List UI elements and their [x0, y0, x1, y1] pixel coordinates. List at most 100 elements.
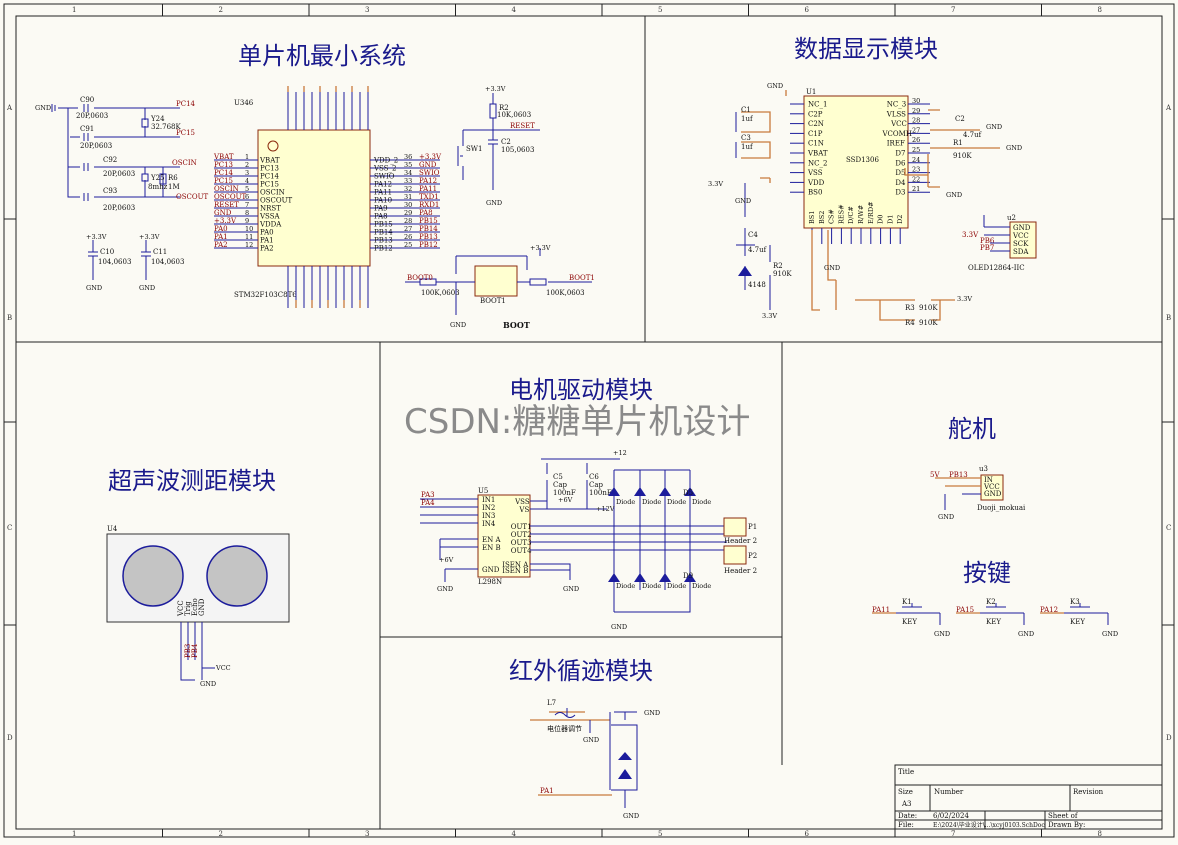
tb-date-label: Date:	[898, 812, 917, 820]
key-k3-gnd: GND	[1102, 630, 1118, 638]
border-row-right-A: A	[1165, 104, 1172, 112]
tb-drawn-by: Drawn By:	[1048, 821, 1085, 829]
header-p2-part: Header 2	[724, 567, 757, 575]
l298n-ref: U5	[478, 487, 488, 495]
mcu-net-gnd: GND	[214, 209, 232, 217]
ssd-pin-erd: E/RD#	[867, 202, 875, 225]
reset-switch-ref[interactable]: SW1	[466, 145, 482, 153]
mcu-pin-pa2: PA2	[260, 245, 274, 253]
display-block: U1 SSD1306 NC_1C2PC2NC1PC1NVBATNC_2VSSVD…	[708, 82, 1037, 327]
key-k3-val[interactable]: KEY	[1070, 618, 1085, 626]
ir-net-pa1: PA1	[540, 787, 554, 795]
crystal-y24	[141, 118, 149, 128]
border-col-top-3: 3	[365, 6, 369, 14]
mcu-left-pin-num: 11	[245, 233, 253, 241]
ultrasonic-pin-vcc: VCC	[177, 600, 185, 617]
tb-sheet: Sheet of	[1048, 812, 1079, 820]
motor-net-pa4: PA4	[421, 499, 435, 507]
bridge-diode-top	[659, 487, 671, 496]
l298-pin-isen-a: ISEN A	[502, 561, 529, 569]
reset-net-label: RESET	[510, 122, 535, 130]
mcu-net-pa8: PA8	[419, 209, 433, 217]
disp-gnd-top: GND	[767, 82, 783, 90]
bridge-diode-bottom	[659, 573, 671, 582]
border-col-bottom-8: 8	[1098, 830, 1102, 838]
cap-c4-val: 4.7uf	[748, 246, 768, 254]
tb-file-label: File:	[898, 821, 914, 829]
ir-receiver	[618, 769, 632, 779]
mcu-left-pin-num: 1	[245, 153, 249, 161]
l298-pin-out2: OUT2	[511, 531, 532, 539]
bridge-diode-bottom-label: Diode	[667, 582, 686, 590]
mcu-pin-vdd_2: VDD_2	[373, 157, 398, 165]
ultrasonic-pin-echo: Echo	[191, 598, 199, 616]
gnd-label-c11: GND	[139, 284, 155, 292]
mcu-left-pin-num: 10	[245, 225, 253, 233]
mcu-pin-pc14: PC14	[260, 173, 280, 181]
cap-c10-ref: C10	[100, 248, 114, 256]
bridge-diode-bottom-label: Diode	[642, 582, 661, 590]
resistor-r1-val: 910K	[953, 152, 972, 160]
disp-gnd-d3: GND	[946, 191, 962, 199]
ssd1306-ref: U1	[806, 88, 816, 96]
key-k2-ref: K2	[986, 598, 996, 606]
cap-c1-ref: C1	[741, 106, 751, 114]
mcu-net-swio: SWIO	[419, 169, 440, 177]
oled-pin-gnd: GND	[1013, 224, 1031, 232]
title-block: Title Size A3 Number Revision Date: 6/02…	[894, 764, 1163, 830]
border-col-bottom-1: 1	[72, 830, 76, 838]
section-dividers	[16, 16, 1162, 829]
servo-ref: u3	[979, 465, 988, 473]
disp-v33-right: 3.3V	[957, 295, 972, 303]
ssd-pin-d3: D3	[895, 189, 905, 197]
oled-pin-sda: SDA	[1013, 248, 1029, 256]
ssd-pin-d4: D4	[895, 179, 906, 187]
header-p1[interactable]	[723, 517, 747, 537]
l298n-chip[interactable]	[477, 494, 531, 578]
crystal-y25-val: 8mhz	[148, 183, 168, 191]
oled-ref: u2	[1007, 214, 1016, 222]
border-col-bottom-7: 7	[951, 830, 955, 838]
boot-jumper[interactable]	[474, 265, 518, 297]
boot-ref: BOOT1	[480, 297, 506, 305]
cap-c3-ref: C3	[741, 134, 751, 142]
ssd-pin-c2n: C2N	[808, 120, 824, 128]
oled-module[interactable]	[1009, 221, 1037, 259]
resistor-r4-ref: R4	[905, 319, 915, 327]
header-p2[interactable]	[723, 545, 747, 565]
ssd1306-chip[interactable]	[803, 95, 909, 229]
mcu-pin-pa9: PA9	[374, 205, 388, 213]
mcu-pin-vbat: VBAT	[259, 157, 280, 165]
ultrasonic-net-gnd: GND	[200, 680, 216, 688]
mcu-net-+3.3v: +3.3V	[419, 153, 442, 161]
net-oscout: OSCOUT	[176, 193, 209, 201]
mcu-right-pin-num: 28	[404, 217, 412, 225]
border-col-top-8: 8	[1098, 6, 1102, 14]
boot0-net: BOOT0	[407, 274, 433, 282]
key-k1-val[interactable]: KEY	[902, 618, 917, 626]
crystal-y25-ref: Y25	[150, 174, 165, 182]
ir-led	[618, 752, 632, 760]
ssd-right-pin-num: 30	[912, 97, 920, 105]
servo-part: Duoji_mokuai	[977, 504, 1026, 512]
mcu-pin-swio: SWIO	[374, 173, 395, 181]
mcu-left-pin-num: 7	[245, 201, 249, 209]
oled-part: OLED12864-IIC	[968, 264, 1025, 272]
ssd-pin-d0: D0	[877, 215, 885, 224]
disp-v33-bottom: 3.3V	[762, 312, 777, 320]
border-row-left-A: A	[6, 104, 13, 112]
cap-c90-ref: C90	[80, 96, 94, 104]
ultrasonic-net-pb3: PB3	[184, 644, 192, 658]
key-k2-val[interactable]: KEY	[986, 618, 1001, 626]
cap-c5-val: 100nF	[553, 489, 576, 497]
mcu-chip[interactable]	[257, 129, 371, 267]
ultrasonic-ref: U4	[107, 525, 118, 533]
servo-connector[interactable]	[980, 474, 1004, 501]
mcu-right-pin-num: 34	[404, 169, 412, 177]
ssd-pin-dc: D/C#	[847, 206, 855, 224]
resistor-r4-val: 910K	[919, 319, 938, 327]
motor-supply-12v: +12V	[596, 505, 615, 513]
mcu-pin-oscout: OSCOUT	[260, 197, 293, 205]
